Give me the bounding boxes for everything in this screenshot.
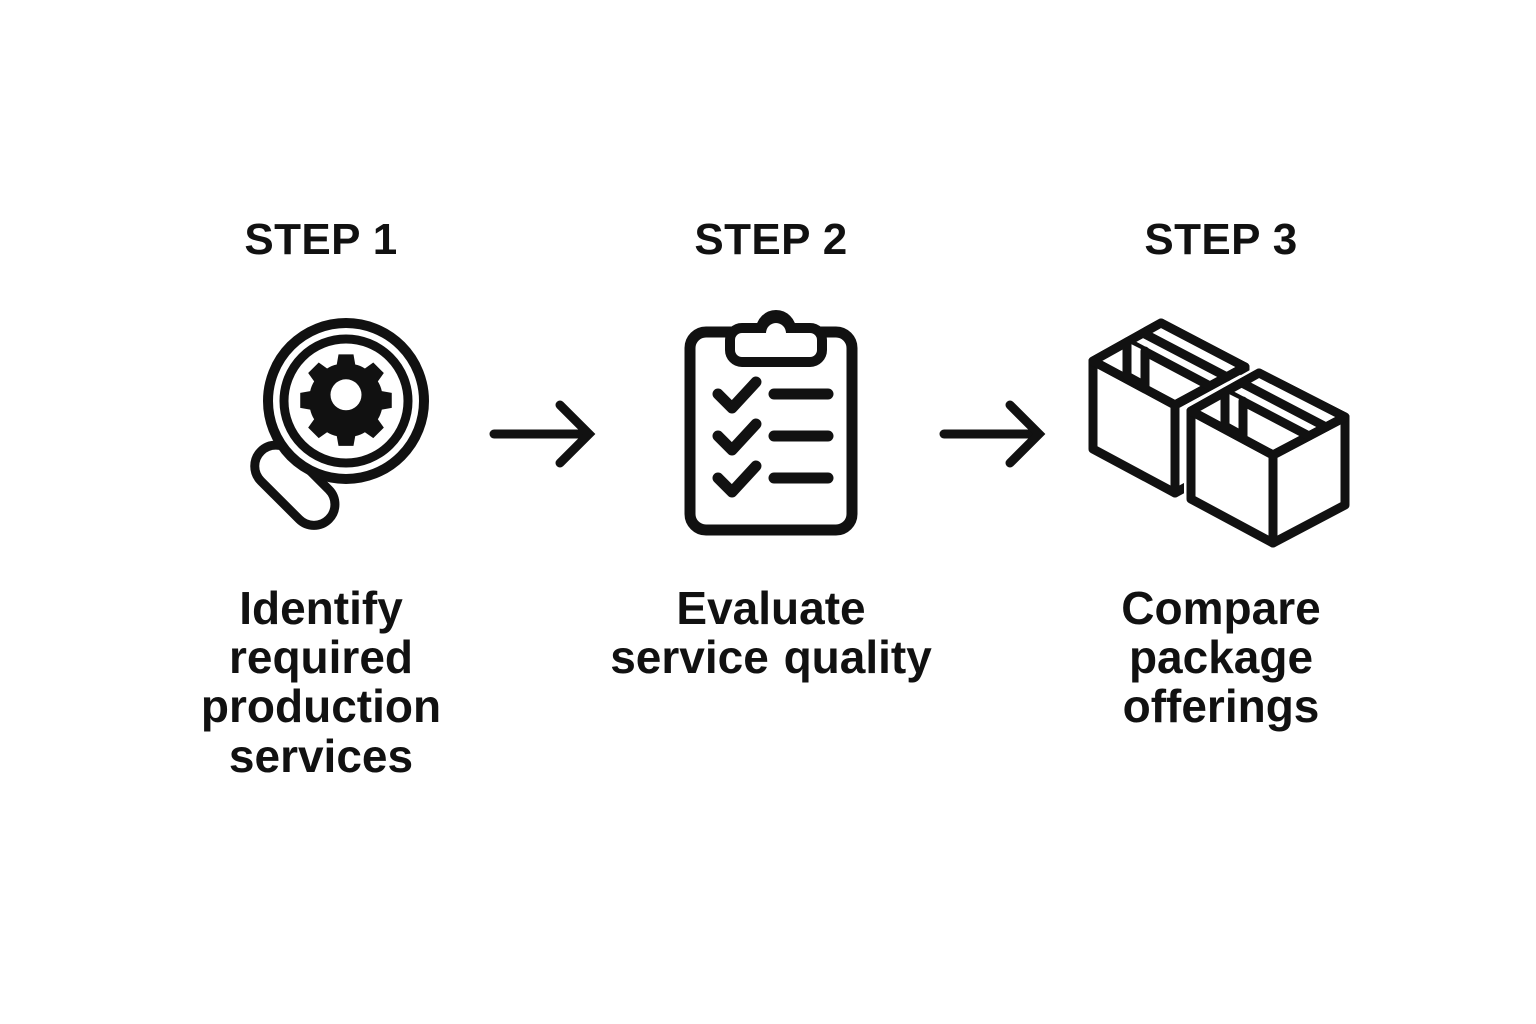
step-1-icon-slot (171, 304, 471, 544)
step-2-icon-slot (621, 304, 921, 544)
arrow-right-icon (938, 396, 1054, 472)
step-1-label: STEP 1 (244, 215, 398, 264)
packages-boxes-icon (1083, 313, 1359, 550)
step-3-icon-slot (1071, 304, 1371, 550)
step-3-label: STEP 3 (1144, 215, 1298, 264)
step-2: STEP 2 (610, 0, 932, 682)
connector-1 (471, 0, 621, 1024)
magnifier-gear-icon (206, 309, 436, 539)
step-1-caption: Identify required production services (200, 582, 442, 782)
arrow-right-icon (488, 396, 604, 472)
step-3-caption: Compare package offerings (1121, 582, 1321, 733)
step-1: STEP 1 (171, 0, 471, 781)
step-2-caption: Evaluate service quality (610, 582, 932, 684)
step-3: STEP 3 (1071, 0, 1371, 732)
clipboard-checklist-icon (666, 306, 876, 542)
connector-2 (921, 0, 1071, 1024)
step-2-label: STEP 2 (694, 215, 848, 264)
